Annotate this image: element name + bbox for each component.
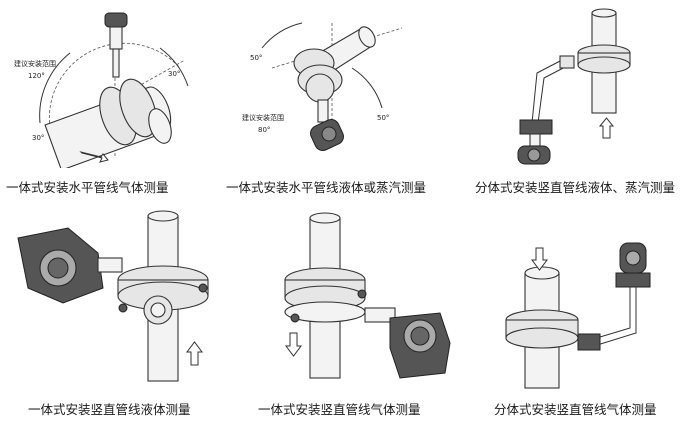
caption-horizontal-gas: 一体式安装水平管线气体测量 — [6, 180, 169, 195]
range-angle-label: 80° — [258, 126, 270, 134]
panel-horizontal-liquid: 50° 50° 建议安装范围 80° — [232, 8, 432, 168]
range-angle-label: 120° — [28, 72, 45, 80]
caption-remote-vertical-gas: 分体式安装竖直管线气体测量 — [494, 402, 657, 417]
integrated-vertical-liquid-illustration — [17, 210, 209, 382]
panel-remote-vertical-gas — [490, 208, 675, 393]
caption-integrated-vertical-gas: 一体式安装竖直管线气体测量 — [258, 402, 421, 417]
angle-left-label: 30° — [32, 134, 44, 142]
panel-integrated-vertical-gas — [250, 208, 460, 393]
remote-vertical-gas-illustration — [505, 242, 651, 389]
angle-right-label: 50° — [377, 114, 389, 122]
panel-horizontal-gas: 建议安装范围 120° 30° 30° — [10, 8, 210, 168]
horizontal-gas-illustration: 建议安装范围 120° 30° 30° — [14, 12, 189, 168]
caption-horizontal-liquid: 一体式安装水平管线液体或蒸汽测量 — [226, 180, 427, 195]
angle-left-label: 50° — [250, 54, 262, 62]
panel-remote-vertical-liquid — [492, 8, 672, 168]
angle-right-label: 30° — [168, 70, 180, 78]
range-title-label: 建议安装范围 — [242, 113, 284, 122]
caption-integrated-vertical-liquid: 一体式安装竖直管线液体测量 — [28, 402, 191, 417]
remote-vertical-liquid-illustration — [517, 8, 631, 165]
range-title-label: 建议安装范围 — [14, 59, 56, 68]
caption-remote-vertical-liquid: 分体式安装竖直管线液体、蒸汽测量 — [475, 180, 676, 195]
integrated-vertical-gas-illustration — [284, 212, 451, 379]
horizontal-liquid-illustration: 50° 50° 建议安装范围 80° — [242, 22, 403, 151]
panel-integrated-vertical-liquid — [8, 208, 218, 393]
